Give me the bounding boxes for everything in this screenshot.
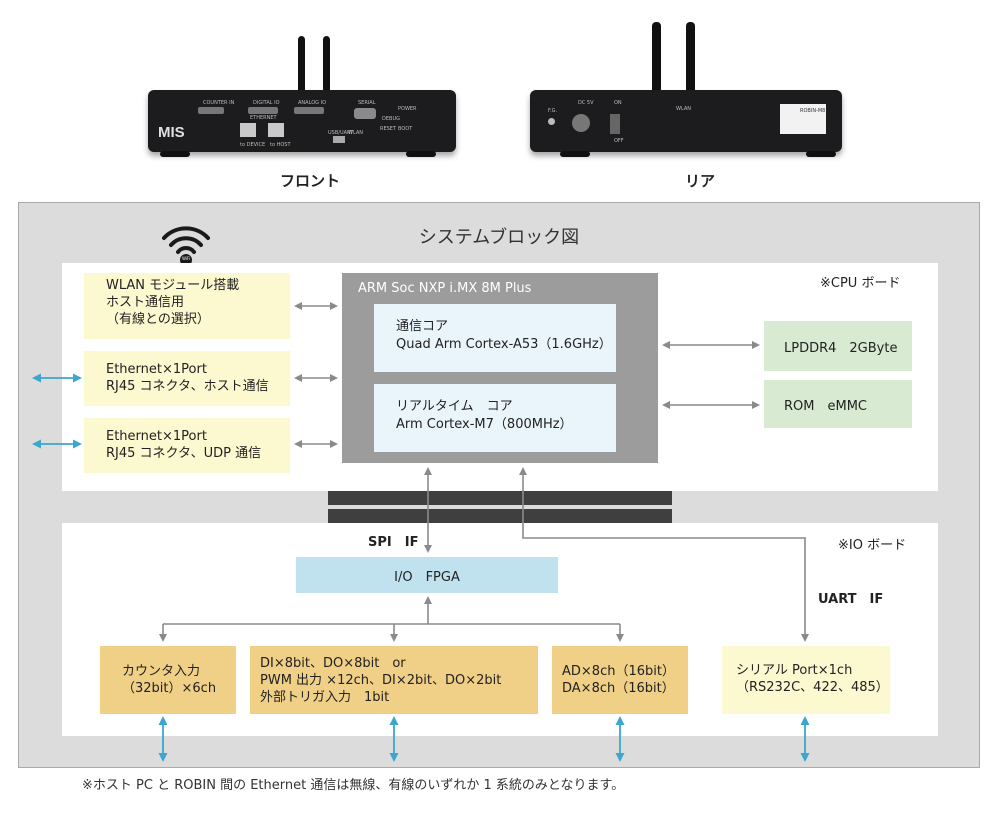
front-label-reset: RESET (380, 126, 397, 132)
counter-input-box: カウンタ入力 （32bit）×6ch (100, 646, 236, 714)
front-label-analog: ANALOG IO (298, 100, 326, 106)
eth-udp-line-2: RJ45 コネクタ、UDP 通信 (106, 446, 262, 461)
wlan-line-1: WLAN モジュール搭載 (106, 278, 240, 293)
io-board-label: ※IO ボード (838, 538, 907, 553)
arrow-uart (519, 467, 809, 642)
footnote: ※ホスト PC と ROBIN 間の Ethernet 通信は無線、有線のいずれ… (82, 778, 625, 793)
front-label-boot: BOOT (398, 126, 413, 132)
front-device-photo: COUNTER IN DIGITAL IO ANALOG IO SERIAL E… (148, 90, 456, 152)
analog-io-box: AD×8ch（16bit） DA×8ch（16bit） (552, 646, 688, 714)
rt-core-line-2: Arm Cortex-M7（800MHz） (396, 417, 573, 432)
cpu-board-label: ※CPU ボード (820, 276, 901, 291)
front-label-serial: SERIAL (358, 100, 376, 106)
front-foot-left (160, 151, 190, 157)
front-antenna-left (298, 36, 305, 94)
dc-jack (572, 114, 590, 132)
ethernet-host-box: Ethernet×1Port RJ45 コネクタ、ホスト通信 (84, 351, 290, 406)
fg-terminal (548, 118, 555, 125)
front-logo: MIS (158, 124, 185, 141)
rt-core-line-1: リアルタイム コア (396, 399, 513, 414)
uart-if-label: UART IF (818, 592, 884, 607)
rj45-host-port (268, 123, 284, 137)
usb-port (333, 136, 345, 143)
comm-core-box: 通信コア Quad Arm Cortex-A53（1.6GHz） (374, 304, 616, 372)
rt-core-box: リアルタイム コア Arm Cortex-M7（800MHz） (374, 384, 616, 452)
serial-line-2: （RS232C、422、485） (736, 680, 889, 695)
rear-device-photo: F.G. DC 5V ON OFF WLAN ROBIN-M8 (530, 90, 842, 152)
front-label-usb: USB/UART (328, 130, 354, 136)
analog-connector (294, 107, 324, 114)
lpddr-box: LPDDR4 2GByte (764, 321, 912, 371)
digital-io-box: DI×8bit、DO×8bit or PWM 出力 ×12ch、DI×2bit、… (250, 646, 538, 714)
wlan-line-2: ホスト通信用 (106, 295, 185, 310)
front-label-counter: COUNTER IN (203, 100, 235, 106)
eth-host-line-2: RJ45 コネクタ、ホスト通信 (106, 379, 269, 394)
front-label-wlan: WLAN (348, 130, 364, 136)
diagram-title: システムブロック図 (418, 227, 580, 248)
ethernet-udp-box: Ethernet×1Port RJ45 コネクタ、UDP 通信 (84, 418, 290, 473)
front-label-digital: DIGITAL IO (253, 100, 280, 106)
serial-line-1: シリアル Port×1ch (736, 663, 853, 678)
spi-if-label: SPI IF (368, 535, 419, 550)
rear-antenna-left (652, 22, 661, 132)
rear-caption: リア (684, 172, 715, 190)
soc-title: ARM Soc NXP i.MX 8M Plus (358, 281, 532, 296)
wlan-line-3: （有線との選択） (106, 312, 210, 327)
dio-line-2: PWM 出力 ×12ch、DI×2bit、DO×2bit (260, 672, 502, 688)
rear-nameplate-text: ROBIN-M8 (800, 108, 826, 114)
eth-udp-line-1: Ethernet×1Port (106, 429, 207, 444)
front-label-power: POWER (398, 106, 417, 112)
rear-foot-right (806, 151, 836, 157)
rj45-device-port (240, 123, 256, 137)
comm-core-line-1: 通信コア (396, 319, 449, 334)
rear-foot-left (560, 151, 590, 157)
rom-box: ROM eMMC (764, 380, 912, 428)
dio-line-1: DI×8bit、DO×8bit or (260, 655, 406, 671)
serial-connector (354, 108, 376, 119)
rear-label-on: ON (614, 100, 622, 106)
digital-connector (248, 107, 278, 114)
front-foot-right (406, 151, 436, 157)
rear-label-off: OFF (614, 138, 624, 144)
wifi-icon-label: WiFi (181, 256, 191, 261)
ad-line-1: AD×8ch（16bit） (562, 664, 675, 679)
rear-label-fg: F.G. (548, 108, 558, 114)
front-label-debug: DEBUG (382, 116, 400, 122)
counter-line-1: カウンタ入力 (122, 664, 201, 679)
serial-port-box: シリアル Port×1ch （RS232C、422、485） (722, 646, 890, 714)
front-label-ethernet: ETHERNET (250, 115, 277, 121)
front-label-to-device: to DEVICE (240, 142, 266, 148)
rear-antenna-right (686, 22, 695, 132)
comm-core-line-2: Quad Arm Cortex-A53（1.6GHz） (396, 337, 612, 352)
eth-host-line-1: Ethernet×1Port (106, 362, 207, 377)
front-label-to-host: to HOST (270, 142, 291, 148)
counter-line-2: （32bit）×6ch (122, 681, 217, 696)
rear-nameplate: ROBIN-M8 (780, 104, 826, 134)
rear-label-wlan: WLAN (676, 106, 692, 112)
counter-connector (198, 107, 224, 114)
wlan-module-box: WLAN モジュール搭載 ホスト通信用 （有線との選択） (84, 273, 290, 339)
ad-line-2: DA×8ch（16bit） (562, 681, 675, 696)
front-caption: フロント (279, 172, 340, 190)
power-switch (610, 114, 620, 134)
front-antenna-right (323, 36, 330, 94)
io-fpga-box: I/O FPGA (296, 557, 558, 593)
dio-line-3: 外部トリガ入力 1bit (260, 689, 390, 705)
rear-label-dc: DC 5V (578, 100, 594, 106)
